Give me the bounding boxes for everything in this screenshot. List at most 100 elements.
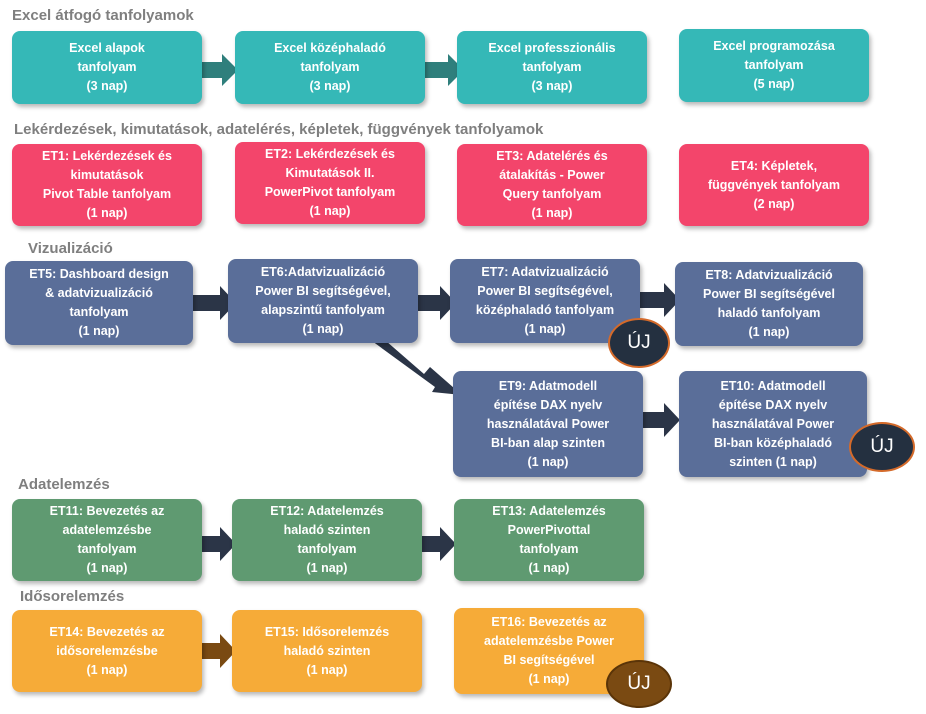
course-line: adatelemzésbe bbox=[62, 523, 152, 537]
course-line: (3 nap) bbox=[86, 79, 128, 93]
new-badge-et7: ÚJ bbox=[608, 318, 670, 368]
course-box-et3[interactable]: ET3: Adatelérés és átalakítás - Power Qu… bbox=[457, 144, 647, 226]
course-line: tanfolyam bbox=[77, 542, 137, 556]
course-line: alapszintű tanfolyam bbox=[261, 303, 385, 317]
new-badge-et10: ÚJ bbox=[849, 422, 915, 472]
course-line: BI segítségével bbox=[503, 653, 595, 667]
new-badge-et16: ÚJ bbox=[606, 660, 672, 708]
course-line: adatelemzésbe Power bbox=[484, 634, 614, 648]
course-box-excel-basics[interactable]: Excel alapok tanfolyam (3 nap) bbox=[12, 31, 202, 104]
course-line: (5 nap) bbox=[753, 77, 795, 91]
course-line: használatával Power bbox=[486, 416, 610, 431]
course-box-excel-intermediate[interactable]: Excel középhaladó tanfolyam (3 nap) bbox=[235, 31, 425, 104]
course-line: Excel középhaladó bbox=[274, 41, 386, 55]
course-line: építése DAX nyelv bbox=[718, 397, 828, 412]
arrow-et5-to-et6 bbox=[193, 286, 236, 320]
course-line: függvények tanfolyam bbox=[708, 177, 840, 192]
course-box-et14[interactable]: ET14: Bevezetés az idősorelemzésbe (1 na… bbox=[12, 610, 202, 692]
section-title-excel: Excel átfogó tanfolyamok bbox=[12, 7, 194, 24]
course-line: (1 nap) bbox=[309, 204, 351, 218]
course-box-et15[interactable]: ET15: Idősorelemzés haladó szinten (1 na… bbox=[232, 610, 422, 692]
course-line: építése DAX nyelv bbox=[493, 397, 603, 412]
course-box-et12[interactable]: ET12: Adatelemzés haladó szinten tanfoly… bbox=[232, 499, 422, 581]
course-line: (3 nap) bbox=[531, 79, 573, 93]
course-box-et10[interactable]: ET10: Adatmodell építése DAX nyelv haszn… bbox=[679, 371, 867, 477]
course-line: ET13: Adatelemzés bbox=[492, 504, 606, 518]
course-box-et2[interactable]: ET2: Lekérdezések és Kimutatások II. Pow… bbox=[235, 142, 425, 224]
section-title-visual: Vizualizáció bbox=[28, 240, 113, 257]
course-line: ET10: Adatmodell bbox=[720, 378, 826, 393]
course-box-et1[interactable]: ET1: Lekérdezések és kimutatások Pivot T… bbox=[12, 144, 202, 226]
arrow-et11-to-et12 bbox=[193, 527, 236, 561]
course-line: BI-ban alap szinten bbox=[491, 435, 605, 450]
course-line: haladó szinten bbox=[283, 523, 371, 537]
course-line: (1 nap) bbox=[748, 325, 790, 339]
arrow-et14-to-et15 bbox=[193, 634, 236, 668]
arrow-excel2-to-excel3 bbox=[416, 54, 464, 86]
course-line: (1 nap) bbox=[524, 322, 566, 336]
course-box-excel-programming[interactable]: Excel programozása tanfolyam (5 nap) bbox=[679, 29, 869, 102]
course-line: haladó szinten bbox=[283, 643, 371, 658]
course-box-et6[interactable]: ET6:Adatvizualizáció Power BI segítségév… bbox=[228, 259, 418, 343]
arrow-et12-to-et13 bbox=[416, 527, 456, 561]
course-line: ET1: Lekérdezések és bbox=[42, 149, 172, 163]
arrow-excel1-to-excel2 bbox=[190, 54, 238, 86]
course-line: (1 nap) bbox=[86, 561, 128, 575]
course-line: Kimutatások II. bbox=[285, 166, 375, 180]
course-line: ET12: Adatelemzés bbox=[270, 504, 384, 518]
course-line: (2 nap) bbox=[753, 196, 795, 211]
section-title-analysis: Adatelemzés bbox=[18, 476, 110, 493]
course-box-et5[interactable]: ET5: Dashboard design & adatvizualizáció… bbox=[5, 261, 193, 345]
arrow-et7-to-et8 bbox=[640, 283, 680, 317]
arrow-et9-to-et10 bbox=[640, 403, 680, 437]
course-line: tanfolyam bbox=[300, 60, 360, 74]
course-line: idősorelemzésbe bbox=[56, 643, 158, 658]
course-line: Excel professzionális bbox=[488, 41, 616, 55]
course-line: (1 nap) bbox=[78, 324, 120, 338]
course-line: (3 nap) bbox=[309, 79, 351, 93]
course-line: ET7: Adatvizualizáció bbox=[481, 265, 609, 279]
course-line: (1 nap) bbox=[528, 561, 570, 575]
course-line: Power BI segítségével, bbox=[477, 284, 613, 298]
course-box-et7[interactable]: ET7: Adatvizualizáció Power BI segítségé… bbox=[450, 259, 640, 343]
course-line: BI-ban középhaladó bbox=[713, 435, 833, 450]
course-line: ET16: Bevezetés az bbox=[491, 615, 607, 629]
course-line: középhaladó tanfolyam bbox=[475, 303, 615, 317]
course-line: ET3: Adatelérés és bbox=[496, 149, 608, 163]
course-box-et4[interactable]: ET4: Képletek, függvények tanfolyam (2 n… bbox=[679, 144, 869, 226]
course-line: PowerPivot tanfolyam bbox=[264, 185, 396, 199]
section-title-timeseries: Idősorelemzés bbox=[20, 588, 125, 605]
course-line: ET6:Adatvizualizáció bbox=[260, 265, 386, 279]
course-line: (1 nap) bbox=[86, 206, 128, 220]
course-line: Query tanfolyam bbox=[502, 187, 602, 201]
course-line: & adatvizualizáció bbox=[45, 286, 153, 300]
course-line: ET2: Lekérdezések és bbox=[265, 147, 395, 161]
course-line: (1 nap) bbox=[528, 672, 570, 686]
course-line: ET15: Idősorelemzés bbox=[264, 624, 390, 639]
course-line: szinten (1 nap) bbox=[729, 454, 817, 469]
course-box-et11[interactable]: ET11: Bevezetés az adatelemzésbe tanfoly… bbox=[12, 499, 202, 581]
course-line: Excel programozása bbox=[713, 39, 835, 53]
course-line: ET11: Bevezetés az bbox=[49, 504, 165, 518]
course-line: ET4: Képletek, bbox=[730, 158, 818, 173]
course-box-et9[interactable]: ET9: Adatmodell építése DAX nyelv haszná… bbox=[453, 371, 643, 477]
course-line: Power BI segítségével, bbox=[255, 284, 391, 298]
course-box-excel-professional[interactable]: Excel professzionális tanfolyam (3 nap) bbox=[457, 31, 647, 104]
section-title-queries: Lekérdezések, kimutatások, adatelérés, k… bbox=[14, 121, 544, 138]
course-line: (1 nap) bbox=[531, 206, 573, 220]
course-line: (1 nap) bbox=[302, 322, 344, 336]
course-line: (1 nap) bbox=[306, 561, 348, 575]
course-line: (1 nap) bbox=[86, 662, 128, 677]
course-line: (1 nap) bbox=[306, 662, 348, 677]
course-line: Excel alapok bbox=[69, 41, 145, 55]
course-line: ET8: Adatvizualizáció bbox=[705, 268, 833, 282]
course-line: Pivot Table tanfolyam bbox=[42, 187, 172, 201]
course-line: haladó tanfolyam bbox=[717, 306, 821, 320]
course-box-et8[interactable]: ET8: Adatvizualizáció Power BI segítségé… bbox=[675, 262, 863, 346]
course-line: tanfolyam bbox=[69, 305, 129, 319]
course-line: tanfolyam bbox=[744, 58, 804, 72]
course-line: Power BI segítségével bbox=[702, 287, 835, 301]
course-line: PowerPivottal bbox=[507, 523, 591, 537]
course-box-et13[interactable]: ET13: Adatelemzés PowerPivottal tanfolya… bbox=[454, 499, 644, 581]
